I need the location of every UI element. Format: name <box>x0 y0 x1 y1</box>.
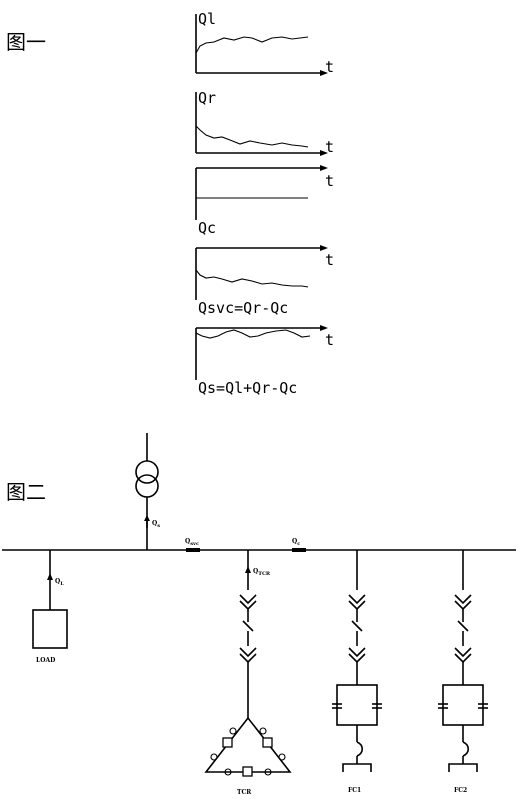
panel-qsvc-arrow <box>320 245 328 251</box>
svg-text:Qsvc: Qsvc <box>185 538 199 547</box>
panel-ql-axis-t: t <box>325 58 334 76</box>
fc1-disconnector-1a <box>348 594 366 605</box>
panel-qc-label: Qc <box>198 219 216 237</box>
panel-qs-axis-t: t <box>325 331 334 349</box>
svg-text:QL: QL <box>55 578 64 587</box>
tcr-thyristor-right <box>262 737 273 748</box>
tcr-breaker <box>242 620 254 632</box>
fc1-filter-box <box>336 684 378 726</box>
fc1-breaker <box>351 620 363 632</box>
svg-text:Qs: Qs <box>152 520 160 529</box>
tcr-coil-6 <box>264 768 272 776</box>
tcr-coil-2 <box>259 727 267 735</box>
tcr-thyristor-left <box>222 737 233 748</box>
bus-flow-markers: Qsvc Qc <box>185 538 306 552</box>
panel-ql-curve <box>195 36 309 54</box>
tcr-coil-1 <box>229 727 237 735</box>
transformer: Qs <box>135 433 160 550</box>
fc2-disconnector-1a <box>454 594 472 605</box>
svg-text:QTCR: QTCR <box>253 568 271 577</box>
qs-label-sub: s <box>157 523 160 529</box>
panel-qsvc-axis-t: t <box>325 251 334 269</box>
load-branch: QL LOAD <box>32 550 68 664</box>
panel-qc: Qc t <box>195 165 334 237</box>
panel-qr-arrow <box>320 150 328 156</box>
panel-qc-arrow <box>320 165 328 171</box>
fc2-branch: FC2 <box>438 550 488 794</box>
fc1-inductor <box>356 741 364 757</box>
fc1-ground <box>342 763 372 772</box>
fc2-ground <box>448 763 478 772</box>
panel-ql-label: Ql <box>198 10 216 28</box>
qsvc-label-sub: svc <box>190 541 199 547</box>
load-box <box>32 609 68 649</box>
panel-qr: Qr t <box>195 89 334 156</box>
tcr-delta <box>204 716 292 773</box>
qsvc-arrow <box>186 548 200 552</box>
qtcr-arrow-head <box>245 566 251 573</box>
fc2-breaker <box>457 620 469 632</box>
panel-ql-arrow <box>320 70 328 76</box>
transformer-winding-1 <box>135 460 159 484</box>
tcr-coil-5 <box>224 768 232 776</box>
tcr-label: TCR <box>237 789 252 796</box>
tcr-disconnector-1a <box>239 594 257 605</box>
ql-label: Q <box>55 578 60 585</box>
qtcr-label: Q <box>253 568 258 575</box>
tcr-coil-3 <box>210 753 218 761</box>
ql-arrow-head <box>47 573 53 580</box>
fc2-label: FC2 <box>454 787 467 794</box>
transformer-winding-2 <box>135 474 159 498</box>
tcr-coil-4 <box>278 753 286 761</box>
ql-label-sub: L <box>60 581 64 587</box>
qc-label-sub: c <box>297 541 300 547</box>
fc2-filter-box <box>442 684 484 726</box>
fc1-branch: FC1 <box>332 550 382 794</box>
panel-qr-label: Qr <box>198 89 216 107</box>
panel-ql: Ql t <box>195 10 334 76</box>
qc-label: Q <box>292 538 297 545</box>
tcr-branch: QTCR TCR <box>204 550 292 796</box>
panel-qs: Qs=Ql+Qr-Qc t <box>195 325 334 397</box>
panel-qr-axis-t: t <box>325 138 334 156</box>
figure2-label: 图二 <box>6 480 46 504</box>
qtcr-label-sub: TCR <box>258 571 271 577</box>
fc1-disconnector-2a <box>348 647 366 658</box>
panel-qs-label: Qs=Ql+Qr-Qc <box>198 379 297 397</box>
qsvc-label: Q <box>185 538 190 545</box>
panel-qsvc: Qsvc=Qr-Qc t <box>195 245 334 317</box>
panel-qsvc-curve <box>195 269 309 288</box>
panel-qs-curve <box>195 329 311 339</box>
svg-text:Qc: Qc <box>292 538 300 547</box>
panel-qs-arrow <box>320 325 328 331</box>
fc2-disconnector-2a <box>454 647 472 658</box>
fc2-inductor <box>462 741 470 757</box>
qs-label: Q <box>152 520 157 527</box>
panel-qc-axis-t: t <box>325 172 334 190</box>
qs-arrow-head <box>144 515 150 521</box>
panel-qsvc-label: Qsvc=Qr-Qc <box>198 299 288 317</box>
panel-qr-curve <box>195 125 309 148</box>
figure1-label: 图一 <box>6 30 46 54</box>
load-label: LOAD <box>36 657 55 664</box>
fc1-label: FC1 <box>348 787 361 794</box>
tcr-thyristor-bottom <box>242 766 253 777</box>
qc-arrow <box>292 548 306 552</box>
tcr-disconnector-2a <box>239 647 257 658</box>
